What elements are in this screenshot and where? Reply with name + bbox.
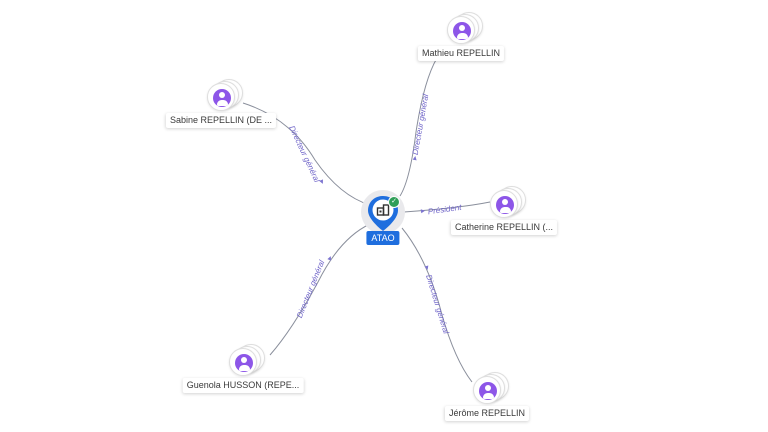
person-icon: [453, 22, 471, 40]
edge-label-mathieu: Directeur général: [411, 93, 431, 155]
edge-label-catherine: Président: [427, 203, 462, 217]
building-icon: [376, 204, 390, 216]
edge-arrow-icon: [327, 256, 332, 261]
company-label: ATAO: [366, 231, 400, 245]
edge-jerome: [401, 227, 473, 383]
person-avatar-stack: [229, 344, 265, 376]
person-icon: [213, 89, 231, 107]
person-avatar-stack: [447, 12, 483, 44]
edge-arrow-icon: [420, 209, 425, 214]
person-avatar-stack: [207, 79, 243, 111]
person-label: Jérôme REPELLIN: [444, 406, 530, 421]
edge-arrow-icon: [412, 156, 417, 161]
person-icon: [235, 354, 253, 372]
edge-label-sabine: Directeur général: [287, 124, 321, 184]
edge-arrow-icon: [319, 179, 323, 184]
person-avatar-stack: [473, 372, 509, 404]
person-icon: [479, 382, 497, 400]
person-label: Mathieu REPELLIN: [417, 46, 505, 61]
person-icon: [496, 196, 514, 214]
person-label: Catherine REPELLIN (...: [450, 220, 558, 235]
edge-arrow-icon: [424, 265, 429, 270]
person-label: Sabine REPELLIN (DE ...: [165, 113, 277, 128]
edge-label-guenola: Directeur général: [295, 259, 326, 319]
check-icon: ✓: [388, 196, 400, 208]
edge-guenola: [269, 223, 371, 356]
edge-catherine: [403, 201, 491, 213]
edge-mathieu: [399, 57, 438, 197]
edge-label-jerome: Directeur général: [424, 274, 451, 336]
person-avatar-stack: [490, 186, 526, 218]
person-label: Guenola HUSSON (REPE...: [182, 378, 304, 393]
